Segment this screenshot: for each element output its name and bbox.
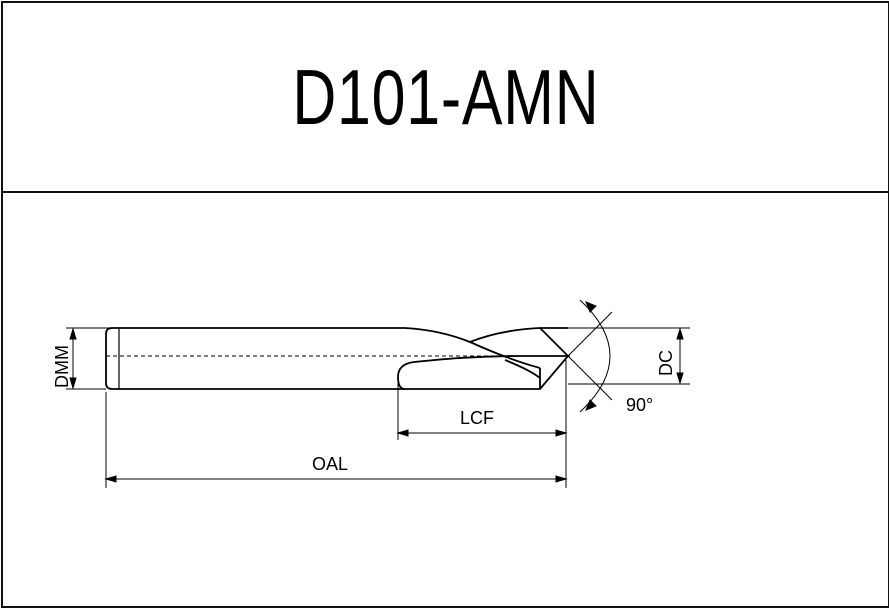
lcf-dimension [396, 360, 568, 440]
oal-label: OAL [312, 454, 348, 474]
part-number-title: D101-AMN [291, 52, 600, 141]
dmm-label: DMM [52, 345, 72, 388]
dc-label: DC [656, 350, 676, 376]
angle-dimension [567, 299, 613, 413]
dmm-dimension [66, 327, 110, 390]
lcf-label: LCF [460, 408, 494, 428]
oal-dimension [104, 392, 568, 488]
dc-dimension [568, 327, 690, 385]
angle-label: 90° [626, 395, 653, 415]
title-block: D101-AMN [3, 3, 888, 193]
drill-body [105, 327, 569, 390]
